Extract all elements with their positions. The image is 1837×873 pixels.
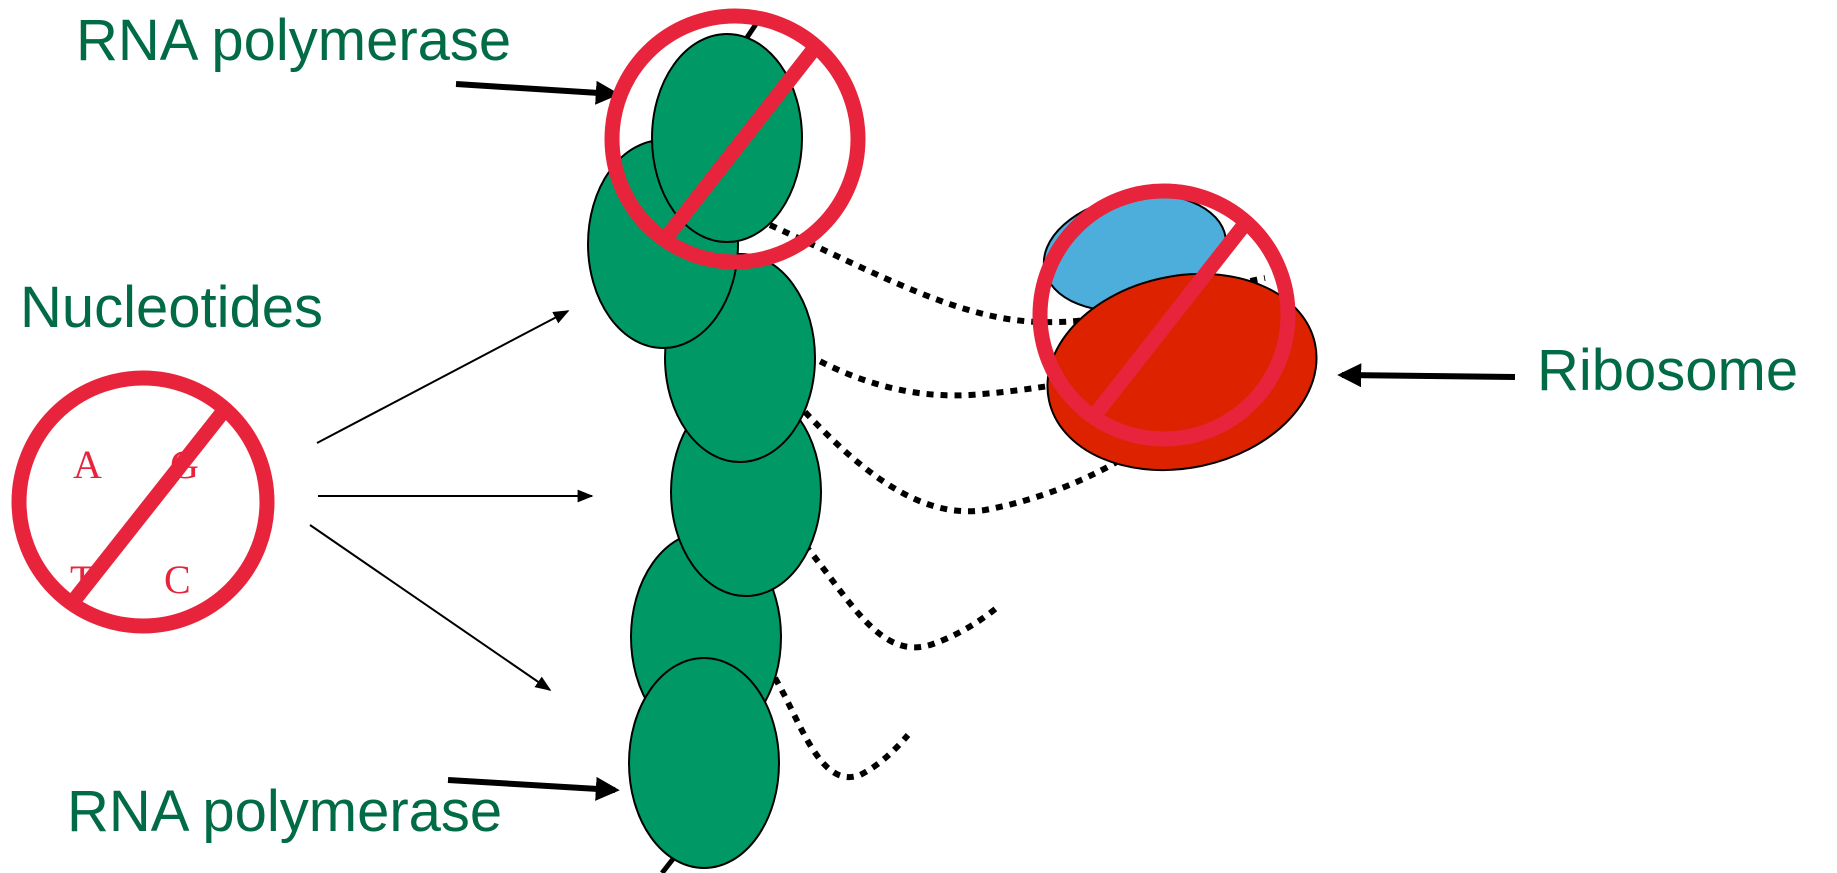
prohibition-sign-nucleotides — [19, 378, 267, 626]
rna-polymerase-2 — [652, 34, 802, 242]
rna-polymerase-7 — [629, 658, 779, 868]
arrow-to-top-polymerase — [456, 84, 615, 94]
rna-transcript-5 — [775, 678, 908, 777]
label-rna-polymerase-bottom: RNA polymerase — [67, 783, 502, 841]
nucleotide-letter-c: C — [164, 557, 191, 602]
nucleotide-letter-a: A — [73, 442, 102, 487]
nucleotide-arrow-down — [310, 525, 550, 690]
label-nucleotides: Nucleotides — [20, 279, 323, 337]
label-rna-polymerase-top: RNA polymerase — [76, 12, 511, 70]
label-ribosome: Ribosome — [1537, 342, 1798, 400]
nucleotide-arrow-up — [317, 311, 568, 443]
arrow-to-ribosome — [1342, 375, 1515, 377]
rna-transcript-4 — [805, 545, 1000, 647]
